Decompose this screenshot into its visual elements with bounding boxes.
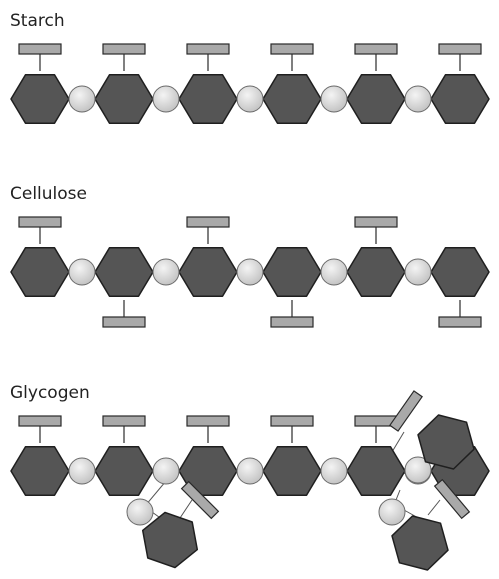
sugar-hexagon xyxy=(262,74,322,124)
glycogen-chain xyxy=(10,390,490,571)
side-group-bar xyxy=(18,43,62,55)
side-group-bar xyxy=(270,415,314,427)
glycosidic-bond-bead xyxy=(152,457,180,485)
glycosidic-bond-bead xyxy=(320,258,348,286)
sugar-hexagon xyxy=(10,74,70,124)
starch-title: Starch xyxy=(10,11,65,31)
glycogen-title: Glycogen xyxy=(10,383,90,403)
side-group-bar xyxy=(180,480,220,520)
sugar-hexagon xyxy=(94,247,154,297)
side-group-bar xyxy=(270,316,314,328)
sugar-hexagon xyxy=(94,446,154,496)
side-group-bar xyxy=(186,43,230,55)
side-group-bar xyxy=(186,216,230,228)
sugar-hexagon xyxy=(10,446,70,496)
sugar-hexagon xyxy=(346,446,406,496)
glycosidic-bond-bead xyxy=(404,456,432,484)
side-group-bar xyxy=(433,478,471,520)
sugar-hexagon xyxy=(94,74,154,124)
side-group-bar xyxy=(270,43,314,55)
side-group-bar xyxy=(354,43,398,55)
side-group-bar xyxy=(18,216,62,228)
glycosidic-bond-bead xyxy=(152,85,180,113)
sugar-hexagon xyxy=(417,414,475,470)
side-group-bar xyxy=(438,43,482,55)
sugar-hexagon xyxy=(178,247,238,297)
glycosidic-bond-bead xyxy=(404,85,432,113)
side-group-bar xyxy=(18,415,62,427)
side-group-bar xyxy=(438,316,482,328)
glycosidic-bond-bead xyxy=(236,457,264,485)
sugar-hexagon xyxy=(346,247,406,297)
glycosidic-bond-bead xyxy=(320,457,348,485)
sugar-hexagon xyxy=(430,247,490,297)
glycosidic-bond-bead xyxy=(404,258,432,286)
glycosidic-bond-bead xyxy=(68,258,96,286)
cellulose-chain xyxy=(10,216,490,328)
glycosidic-bond-bead xyxy=(320,85,348,113)
sugar-hexagon xyxy=(430,74,490,124)
bond-line xyxy=(391,431,405,453)
bond-line xyxy=(179,499,193,519)
glycosidic-bond-bead xyxy=(68,457,96,485)
side-group-bar xyxy=(186,415,230,427)
side-group-bar xyxy=(102,43,146,55)
sugar-hexagon xyxy=(262,446,322,496)
glycosidic-bond-bead xyxy=(236,85,264,113)
sugar-hexagon xyxy=(346,74,406,124)
glycosidic-bond-bead xyxy=(126,498,154,526)
glycosidic-bond-bead xyxy=(68,85,96,113)
cellulose-title: Cellulose xyxy=(10,184,87,204)
sugar-hexagon xyxy=(262,247,322,297)
sugar-hexagon xyxy=(391,515,449,571)
side-group-bar xyxy=(389,390,423,432)
side-group-bar xyxy=(102,316,146,328)
sugar-hexagon xyxy=(178,74,238,124)
glycosidic-bond-bead xyxy=(236,258,264,286)
bond-line xyxy=(427,499,441,516)
starch-chain xyxy=(10,43,490,124)
side-group-bar xyxy=(354,216,398,228)
side-group-bar xyxy=(102,415,146,427)
sugar-hexagon xyxy=(10,247,70,297)
sugar-hexagon xyxy=(141,511,199,569)
glycosidic-bond-bead xyxy=(378,498,406,526)
glycosidic-bond-bead xyxy=(152,258,180,286)
